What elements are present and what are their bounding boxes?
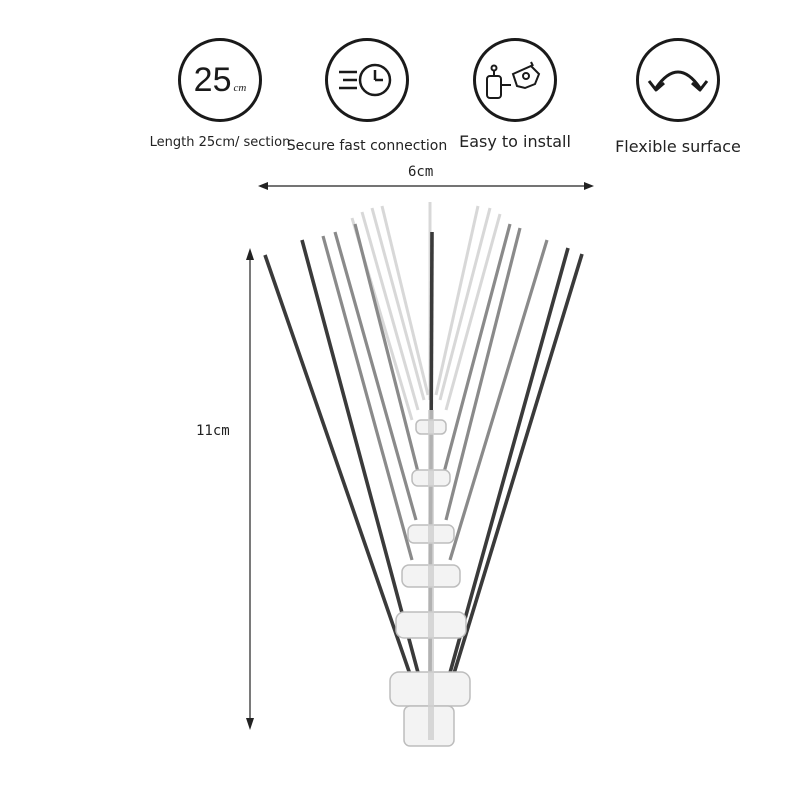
width-arrow	[258, 182, 594, 190]
feature-connection: Secure fast connection	[272, 38, 462, 154]
rear-spikes	[350, 202, 502, 421]
length-number: 25	[193, 61, 232, 99]
connector-parts-icon	[473, 38, 557, 122]
flex-arrow-icon	[636, 38, 720, 122]
height-dimension-label: 11cm	[196, 423, 230, 439]
fast-clock-icon	[325, 38, 409, 122]
feature-install: Easy to install	[420, 38, 610, 151]
feature-connection-label: Secure fast connection	[286, 138, 448, 154]
feature-length-label: Length 25cm/ section	[149, 135, 291, 150]
width-dimension-label: 6cm	[408, 164, 434, 180]
feature-flexible-label: Flexible surface	[615, 137, 741, 156]
feature-install-label: Easy to install	[459, 132, 571, 151]
clear-base-strip	[389, 419, 471, 747]
feature-flexible: Flexible surface	[583, 38, 773, 156]
middle-spikes	[321, 223, 549, 561]
height-arrow	[246, 248, 254, 730]
length-unit: cm	[233, 82, 247, 94]
front-spikes	[263, 231, 584, 691]
